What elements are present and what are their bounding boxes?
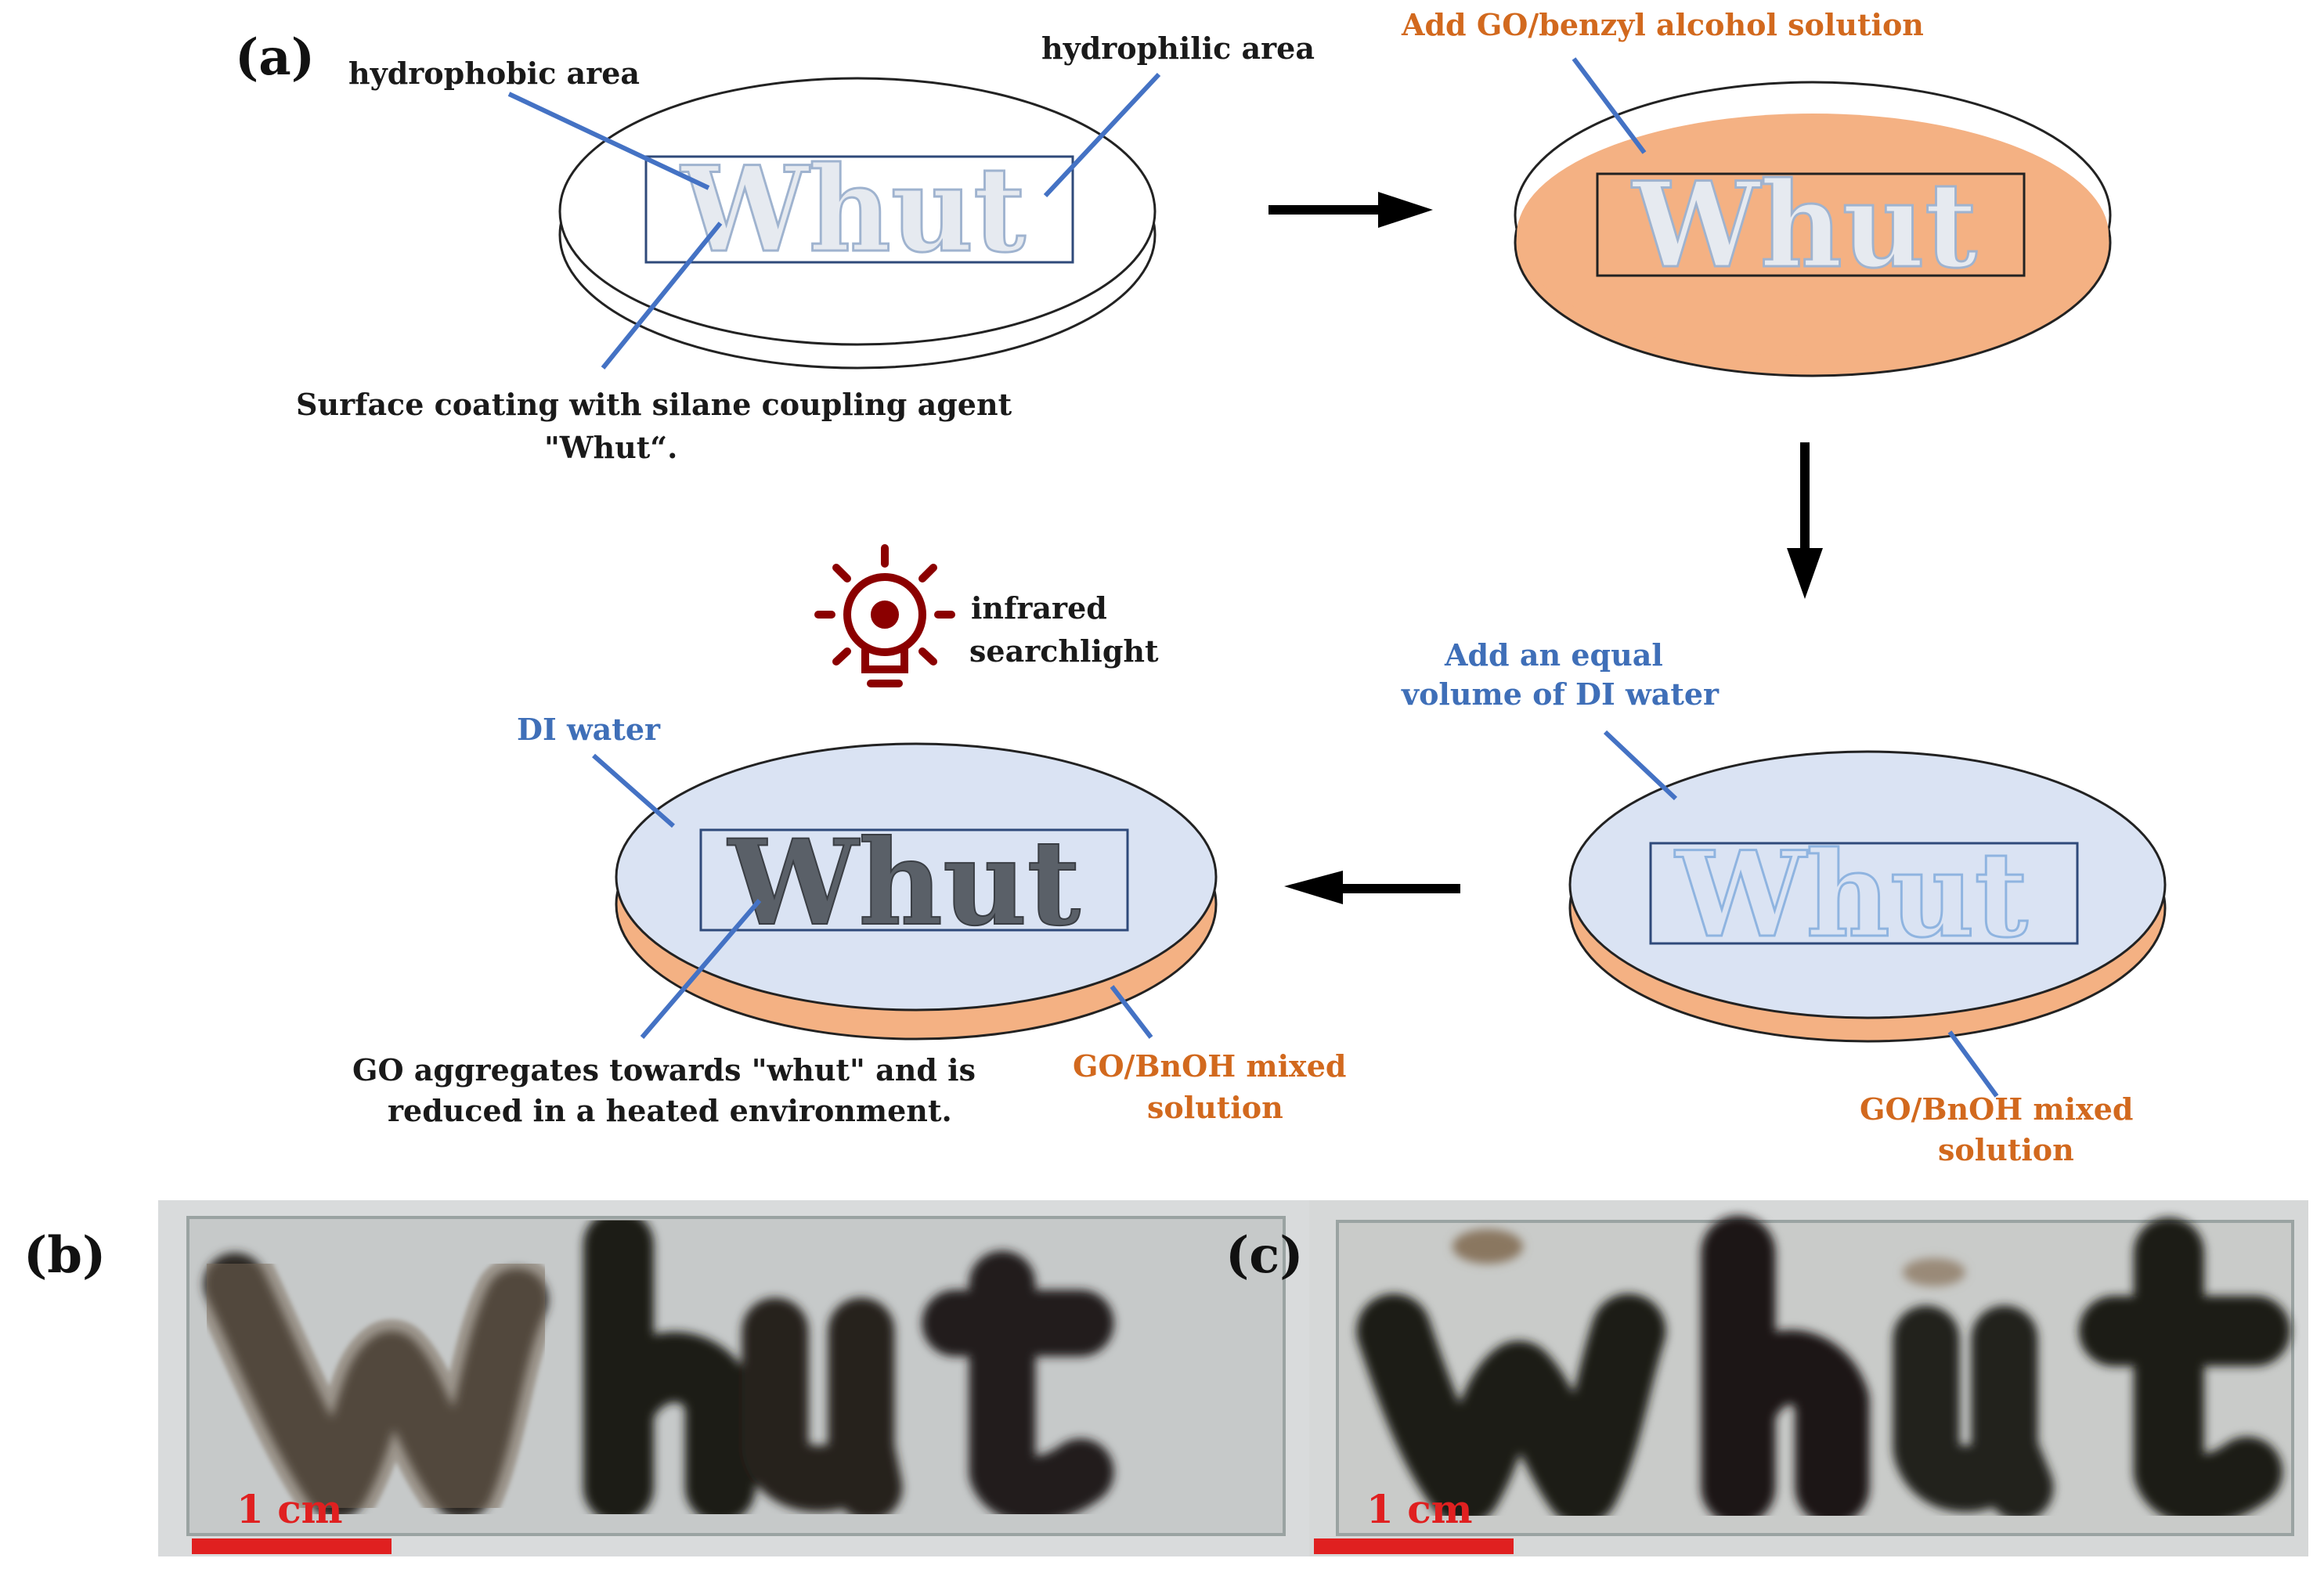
step2-dish: Whut <box>1514 81 2112 377</box>
arrow-down-icon <box>1787 442 1823 599</box>
step3-dish: Whut <box>1568 750 2167 1043</box>
step3-label-line2: volume of DI water <box>1401 676 1720 712</box>
step3-bottom-pointer <box>1947 1030 1999 1098</box>
hydrophobic-label: hydrophobic area <box>348 56 640 91</box>
lamp-label-line1: infrared <box>971 590 1107 626</box>
step4-whut-text: Whut <box>727 814 1081 952</box>
step4-bottom-pointer <box>1110 985 1153 1039</box>
step3-label-line1: Add an equal <box>1444 637 1663 673</box>
hydrophilic-label: hydrophilic area <box>1041 31 1315 66</box>
step1-whut-text: Whut <box>680 141 1026 279</box>
coating-pointer <box>601 222 723 370</box>
step3-pointer <box>1603 730 1678 801</box>
step3-bottom-label-line1: GO/BnOH mixed <box>1860 1091 2133 1127</box>
step2-pointer <box>1572 57 1647 154</box>
scale-label-b: 1 cm <box>236 1486 343 1532</box>
step4-water-label: DI water <box>517 712 661 747</box>
hydrophobic-pointer <box>507 92 710 190</box>
step1-dish: Whut <box>558 77 1157 370</box>
scale-label-c: 1 cm <box>1366 1486 1473 1532</box>
step4-water-pointer <box>592 753 675 828</box>
step4-caption-pointer <box>640 899 762 1039</box>
photo-c <box>1309 1200 2308 1556</box>
step4-caption-line2: reduced in a heated environment. <box>388 1093 952 1128</box>
panel-label-a: (a) <box>235 28 315 87</box>
lamp-label-line2: searchlight <box>969 633 1159 669</box>
scale-bar-b <box>192 1538 392 1554</box>
step3-whut-text: Whut <box>1674 826 2028 964</box>
step2-label: Add GO/benzyl alcohol solution <box>1401 7 1924 42</box>
step4-dish: Whut <box>615 742 1218 1041</box>
step4-caption-line1: GO aggregates towards "whut" and is <box>352 1052 976 1087</box>
step1-caption-line2: "Whut“. <box>544 430 677 465</box>
step4-bottom-label-line1: GO/BnOH mixed <box>1073 1048 1346 1084</box>
arrow-right-icon <box>1268 192 1433 228</box>
panel-label-c: (c) <box>1225 1226 1304 1285</box>
arrow-left-icon <box>1284 871 1460 904</box>
panel-label-b: (b) <box>23 1226 106 1285</box>
scale-bar-c <box>1314 1538 1514 1554</box>
step4-bottom-label-line2: solution <box>1147 1090 1283 1125</box>
step1-caption-line1: Surface coating with silane coupling age… <box>296 387 1012 422</box>
step3-bottom-label-line2: solution <box>1938 1132 2074 1167</box>
step2-whut-text: Whut <box>1631 157 1977 294</box>
hydrophilic-pointer <box>1043 72 1161 198</box>
lightbulb-gear-icon <box>814 544 955 687</box>
photo-b <box>158 1200 1317 1556</box>
